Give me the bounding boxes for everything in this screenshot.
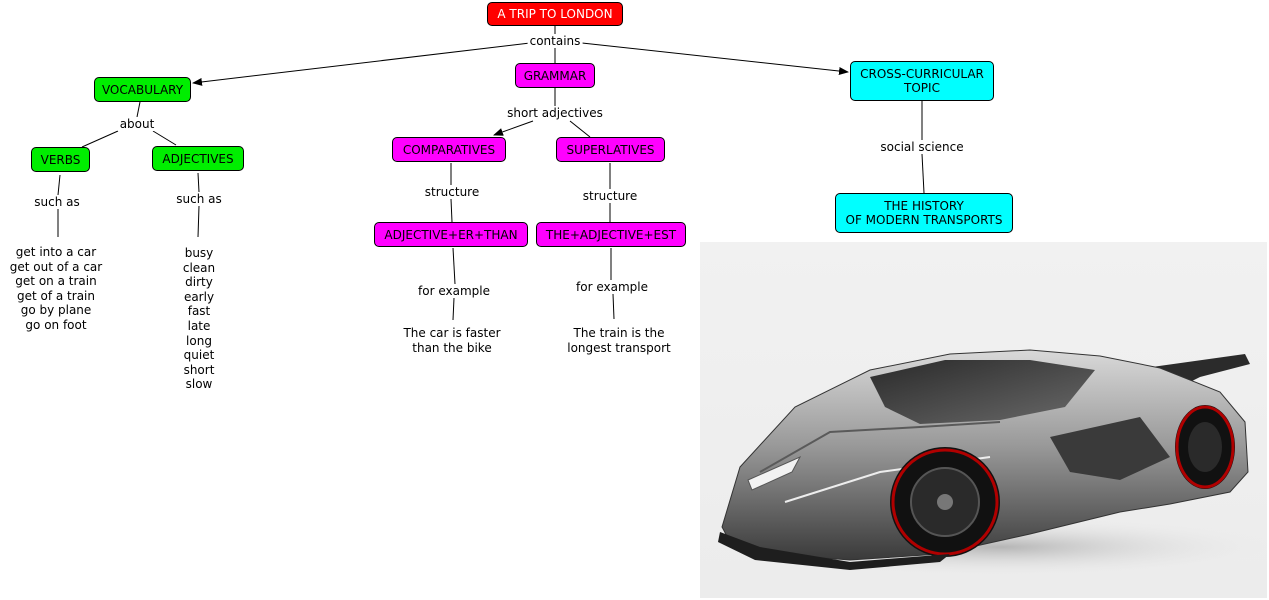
link-label-adjectives-such-as[interactable]: such as: [174, 192, 224, 206]
example-line: longest transport: [567, 340, 671, 355]
list-item: quiet: [183, 348, 215, 363]
list-item: get into a car: [15, 245, 97, 259]
list-item: busy: [184, 246, 214, 260]
list-item: get of a train: [16, 288, 95, 303]
adjective-er-than-node[interactable]: ADJECTIVE+ER+THAN: [374, 222, 528, 247]
link-forexample-compex: [452, 297, 455, 321]
link-short-comparatives: [493, 120, 534, 136]
link-adjer-forexample: [452, 247, 456, 285]
link-label-superlatives-for-example[interactable]: for example: [574, 280, 650, 294]
link-label-short-adjectives[interactable]: short adjectives: [505, 106, 605, 120]
grammar-node[interactable]: GRAMMAR: [515, 63, 595, 88]
link-adjectives-suchas: [197, 172, 200, 193]
example-line: The train is the: [573, 326, 665, 340]
history-node[interactable]: THE HISTORY OF MODERN TRANSPORTS: [835, 193, 1013, 233]
link-vocabulary-about: [136, 101, 141, 118]
link-socialscience-history: [921, 153, 925, 194]
example-line: than the bike: [412, 340, 492, 355]
superlative-example[interactable]: The train is the longest transport: [567, 326, 671, 355]
list-item: slow: [185, 377, 213, 392]
comparatives-node[interactable]: COMPARATIVES: [392, 137, 506, 162]
link-verbs-suchas: [57, 174, 61, 196]
cross-curricular-node[interactable]: CROSS-CURRICULAR TOPIC: [850, 61, 994, 101]
list-item: get out of a car: [9, 259, 103, 274]
list-item: short: [183, 362, 215, 377]
link-label-superlatives-structure[interactable]: structure: [580, 189, 640, 203]
list-item: clean: [182, 260, 216, 275]
link-structure-adjer: [450, 198, 453, 223]
list-item: get on a train: [15, 274, 97, 289]
car-illustration: [718, 349, 1267, 577]
the-adjective-est-node[interactable]: THE+ADJECTIVE+EST: [536, 222, 686, 247]
comparative-example[interactable]: The car is faster than the bike: [403, 326, 500, 355]
superlatives-node[interactable]: SUPERLATIVES: [556, 137, 665, 162]
link-label-about[interactable]: about: [117, 117, 157, 131]
adjective-examples-list[interactable]: busy clean dirty early fast late long qu…: [183, 246, 215, 392]
list-item: go by plane: [20, 303, 92, 318]
list-item: early: [183, 289, 215, 304]
list-item: dirty: [185, 275, 213, 290]
link-short-superlatives: [569, 120, 591, 138]
list-item: go on foot: [25, 317, 87, 332]
root-node[interactable]: A TRIP TO LONDON: [487, 2, 623, 26]
link-forexample-supex: [612, 293, 615, 320]
verb-examples-list[interactable]: get into a car get out of a car get on a…: [10, 245, 102, 333]
verbs-node[interactable]: VERBS: [31, 147, 90, 172]
link-label-social-science[interactable]: social science: [878, 140, 966, 154]
link-contains-cross: [581, 42, 849, 76]
link-label-verbs-such-as[interactable]: such as: [32, 195, 82, 209]
vocabulary-node[interactable]: VOCABULARY: [94, 77, 191, 102]
list-item: long: [186, 333, 212, 348]
sports-car-image[interactable]: [700, 242, 1267, 598]
link-label-comparatives-structure[interactable]: structure: [422, 185, 482, 199]
example-line: The car is faster: [403, 326, 501, 340]
list-item: fast: [187, 304, 211, 319]
link-about-verbs: [81, 130, 119, 148]
list-item: late: [187, 318, 211, 333]
link-label-comparatives-for-example[interactable]: for example: [416, 284, 492, 298]
adjectives-node[interactable]: ADJECTIVES: [152, 146, 244, 171]
link-suchas-adjlist: [197, 205, 200, 238]
link-label-contains[interactable]: contains: [527, 34, 583, 48]
link-about-adjectives: [152, 130, 177, 146]
link-contains-vocabulary: [192, 42, 531, 86]
